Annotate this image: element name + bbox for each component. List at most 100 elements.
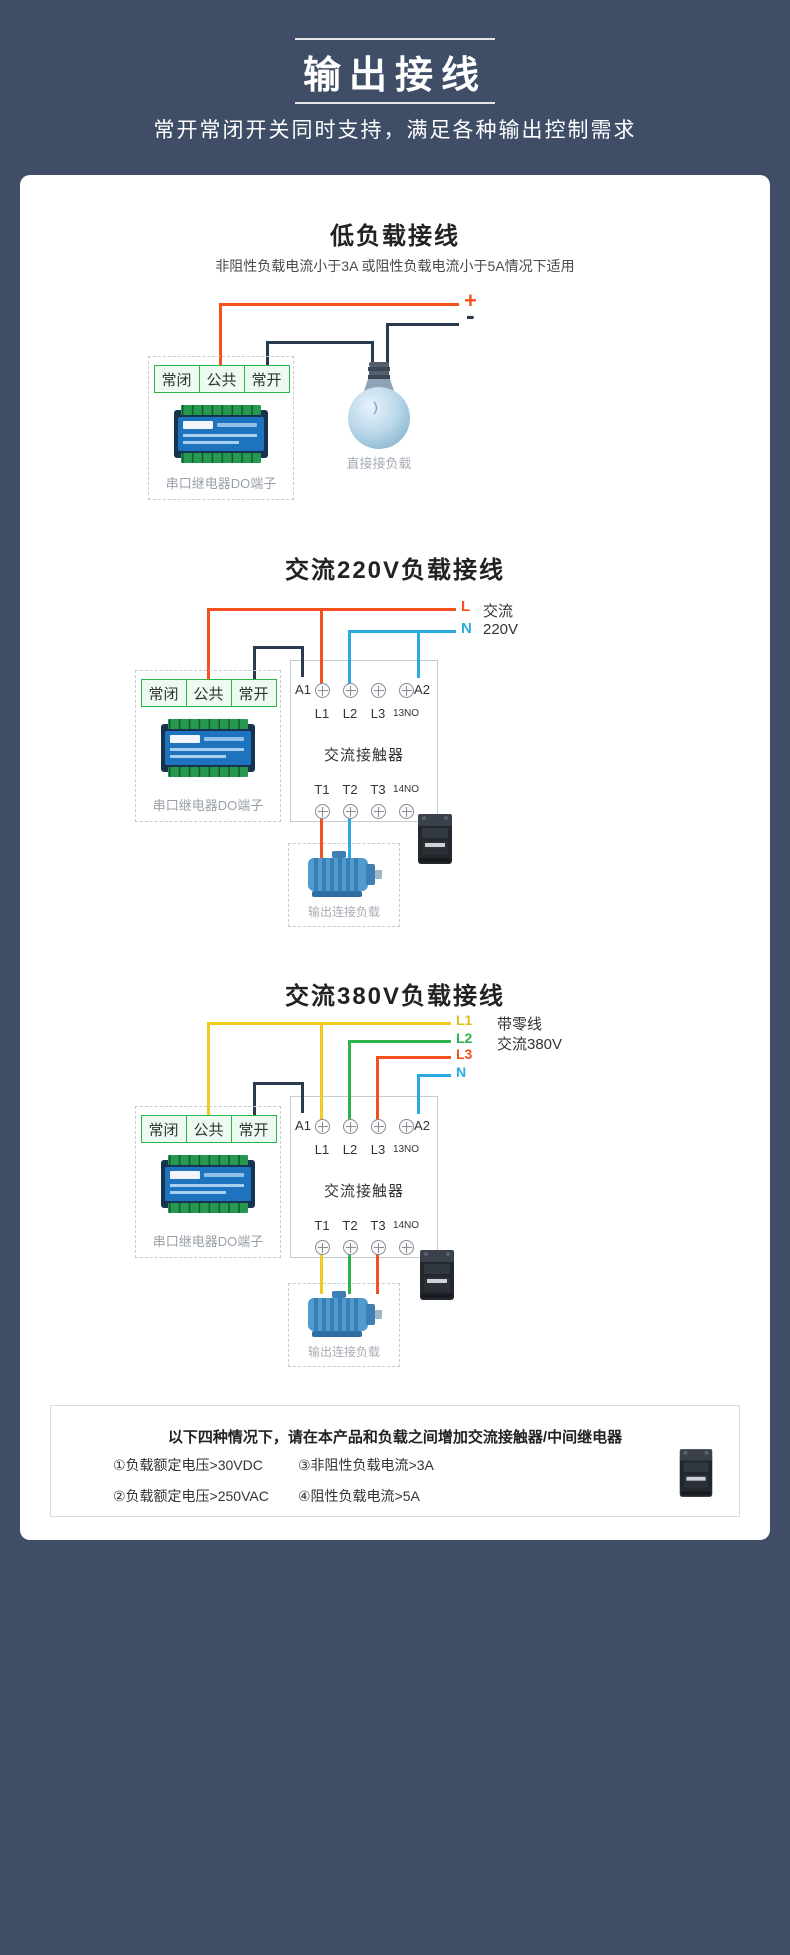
motor-icon — [308, 1291, 382, 1337]
contactor-terminal-t1 — [315, 1240, 330, 1255]
relay-terminal-row: 常闭 公共 常开 — [140, 1115, 277, 1143]
minus-sign: - — [466, 300, 475, 330]
contactor-t3-label: T3 — [370, 1218, 386, 1233]
contactor-terminal-t1 — [315, 804, 330, 819]
wire-live-horizontal — [219, 303, 459, 306]
contactor-photo — [418, 814, 452, 864]
wire-380-l1-horizontal — [207, 1022, 451, 1025]
wire-380-t1-to-motor — [320, 1254, 323, 1294]
wire-380-l1-to-common — [207, 1022, 210, 1116]
wire-220-neutral-to-l2 — [348, 630, 351, 688]
label-live: L — [461, 598, 471, 615]
bulb-caption: 直接接负载 — [346, 456, 412, 471]
wire-no-to-bulb — [371, 341, 374, 370]
contactor-t1-label: T1 — [314, 782, 330, 797]
label-380-l1: L1 — [456, 1012, 473, 1028]
plus-sign: + — [464, 288, 477, 313]
relay-module-image — [174, 405, 268, 463]
contactor-a1-label: A1 — [295, 1118, 311, 1133]
contactor-t2-label: T2 — [342, 1218, 358, 1233]
terminal-no: 常开 — [243, 365, 290, 393]
terminal-com: 公共 — [185, 1115, 232, 1143]
contactor-name: 交流接触器 — [323, 1183, 404, 1200]
contactor-terminal-13no — [399, 1119, 414, 1134]
contactor-13no-label: 13NO — [392, 1144, 420, 1155]
terminal-com: 公共 — [198, 365, 245, 393]
contactor-a2-label: A2 — [414, 682, 430, 697]
light-bulb-icon — [348, 362, 410, 449]
contactor-terminal-l2 — [343, 1119, 358, 1134]
contactor-terminal-l1 — [315, 1119, 330, 1134]
contactor-photo — [679, 1449, 713, 1497]
terminal-nc: 常闭 — [140, 1115, 187, 1143]
contactor-terminal-14no — [399, 804, 414, 819]
contactor-a1-label: A1 — [295, 682, 311, 697]
section-low-load-description: 非阻性负载电流小于3A 或阻性负载电流小于5A情况下适用 — [215, 258, 575, 274]
wire-return-to-bulb — [386, 323, 389, 370]
wire-220-live-to-common — [207, 608, 210, 680]
wire-220-neutral-to-a2 — [417, 630, 420, 678]
wire-380-no-up — [253, 1082, 256, 1116]
wire-no-up — [266, 341, 269, 366]
header-divider-top — [295, 38, 495, 40]
relay-caption: 串口继电器DO端子 — [165, 476, 277, 491]
wire-live-to-common — [219, 303, 222, 366]
label-neutral: N — [461, 620, 472, 637]
page-subtitle: 常开常闭开关同时支持，满足各种输出控制需求 — [153, 119, 637, 142]
contactor-terminal-13no — [399, 683, 414, 698]
contactor-terminal-l3 — [371, 683, 386, 698]
contactor-a2-label: A2 — [414, 1118, 430, 1133]
contactor-terminal-t2 — [343, 1240, 358, 1255]
wire-380-l2-horizontal — [348, 1040, 451, 1043]
contactor-t3-label: T3 — [370, 782, 386, 797]
contactor-name: 交流接触器 — [323, 747, 404, 764]
wire-380-t3-to-motor — [376, 1254, 379, 1294]
wire-220-live-horizontal — [207, 608, 456, 611]
contactor-l3-label: L3 — [370, 1142, 386, 1157]
wire-220-t1-to-motor — [320, 818, 323, 858]
section-220v-title: 交流220V负载接线 — [284, 557, 506, 584]
contactor-l1-label: L1 — [314, 1142, 330, 1157]
wire-380-neutral-to-a2 — [417, 1074, 420, 1114]
contactor-l1-label: L1 — [314, 706, 330, 721]
supply-220-line2: 220V — [483, 621, 519, 638]
wire-380-t2-to-motor — [348, 1254, 351, 1294]
terminal-nc: 常闭 — [153, 365, 200, 393]
supply-220-line1: 交流 — [483, 603, 514, 620]
relay-module-image — [161, 719, 255, 777]
contactor-terminal-l3 — [371, 1119, 386, 1134]
contactor-l2-label: L2 — [342, 1142, 358, 1157]
wire-380-l3-horizontal — [376, 1056, 451, 1059]
relay-caption: 串口继电器DO端子 — [152, 1234, 264, 1249]
supply-380-line2: 交流380V — [497, 1036, 563, 1053]
relay-do-terminal-block-3: 常闭 公共 常开 串口继电器DO端子 — [135, 1106, 281, 1258]
section-380v-title: 交流380V负载接线 — [284, 983, 506, 1010]
contactor-terminal-t3 — [371, 1240, 386, 1255]
contactor-terminal-14no — [399, 1240, 414, 1255]
contactor-t2-label: T2 — [342, 782, 358, 797]
label-380-l2: L2 — [456, 1030, 473, 1046]
contactor-terminal-t2 — [343, 804, 358, 819]
relay-terminal-row: 常闭 公共 常开 — [153, 365, 290, 393]
contactor-13no-label: 13NO — [392, 708, 420, 719]
relay-terminal-row: 常闭 公共 常开 — [140, 679, 277, 707]
wire-380-l2-to-contactor — [348, 1040, 351, 1124]
relay-do-terminal-block-2: 常闭 公共 常开 串口继电器DO端子 — [135, 670, 281, 822]
load-box-380 — [288, 1283, 400, 1367]
load-caption-380: 输出连接负载 — [307, 1345, 380, 1359]
label-380-n: N — [456, 1064, 467, 1080]
supply-380-line1: 带零线 — [497, 1016, 543, 1033]
section-low-load-title: 低负载接线 — [330, 223, 460, 250]
load-caption-220: 输出连接负载 — [307, 905, 380, 919]
wire-return-horizontal — [386, 323, 459, 326]
contactor-terminal-l1 — [315, 683, 330, 698]
contactor-terminal-l2 — [343, 683, 358, 698]
contactor-14no-label: 14NO — [392, 784, 420, 795]
wire-no-horizontal — [266, 341, 374, 344]
notice-title: 以下四种情况下，请在本产品和负载之间增加交流接触器/中间继电器 — [167, 1429, 623, 1446]
wire-220-neutral-horizontal — [348, 630, 456, 633]
wire-220-no-horizontal — [253, 646, 304, 649]
contactor-14no-label: 14NO — [392, 1220, 420, 1231]
wire-380-l1-to-contactor — [320, 1022, 323, 1124]
